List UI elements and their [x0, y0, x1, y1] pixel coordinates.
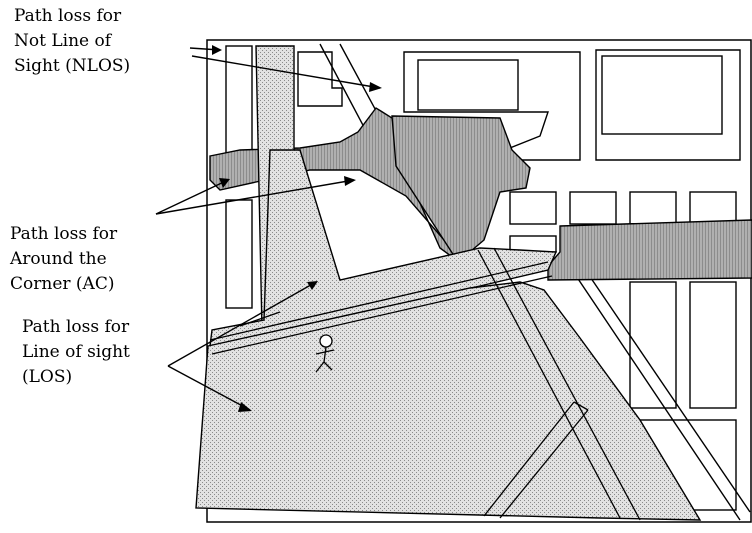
- building-outline: [595, 49, 741, 161]
- pedestrian-icon: [315, 334, 335, 373]
- nlos-label: Path loss for Not Line of Sight (NLOS): [14, 4, 130, 79]
- arrow-heads: [212, 45, 382, 412]
- nlos-label-line: Path loss for: [14, 6, 122, 26]
- ac-arrow-left: [155, 179, 229, 215]
- los-corner-wedge: [209, 149, 558, 347]
- ac-label-line: Around the: [10, 249, 107, 269]
- ac-label-line: Corner (AC): [10, 274, 115, 294]
- label-arrows: [155, 47, 381, 411]
- nlos-shadow-regions: [209, 107, 752, 281]
- ac-label-line: Path loss for: [10, 224, 118, 244]
- arrowhead: [369, 82, 382, 92]
- arrowhead: [307, 281, 318, 290]
- arrowhead: [212, 45, 222, 55]
- building-outline: [509, 191, 557, 225]
- building-outline: [629, 281, 677, 409]
- diagonal-streets: [209, 247, 641, 521]
- building-outline: [297, 51, 343, 107]
- building-outline: [569, 191, 617, 225]
- nlos-label-line: Sight (NLOS): [14, 56, 131, 76]
- nlos-region-center: [391, 115, 531, 264]
- building-outline: [601, 55, 723, 135]
- nlos-arrow-main: [191, 55, 381, 89]
- los-label-line: Path loss for: [22, 317, 130, 337]
- ac-arrow-right: [155, 179, 355, 215]
- los-label: Path loss for Line of sight (LOS): [22, 315, 130, 390]
- los-label-line: (LOS): [22, 367, 73, 387]
- road-edge: [559, 251, 741, 521]
- arrowhead: [344, 176, 356, 186]
- arrowhead: [219, 178, 230, 188]
- road-edge: [579, 261, 751, 513]
- los-label-line: Line of sight: [22, 342, 130, 362]
- los-arrow-corner: [167, 281, 317, 367]
- city-blocks: [225, 43, 751, 521]
- ac-region-right: [547, 219, 752, 281]
- building-outline: [689, 281, 737, 409]
- ac-label: Path loss for Around the Corner (AC): [10, 222, 117, 297]
- los-arrow-area: [167, 365, 251, 411]
- nlos-label-line: Not Line of: [14, 31, 112, 51]
- building-outline: [417, 59, 519, 111]
- arrowhead: [238, 402, 252, 412]
